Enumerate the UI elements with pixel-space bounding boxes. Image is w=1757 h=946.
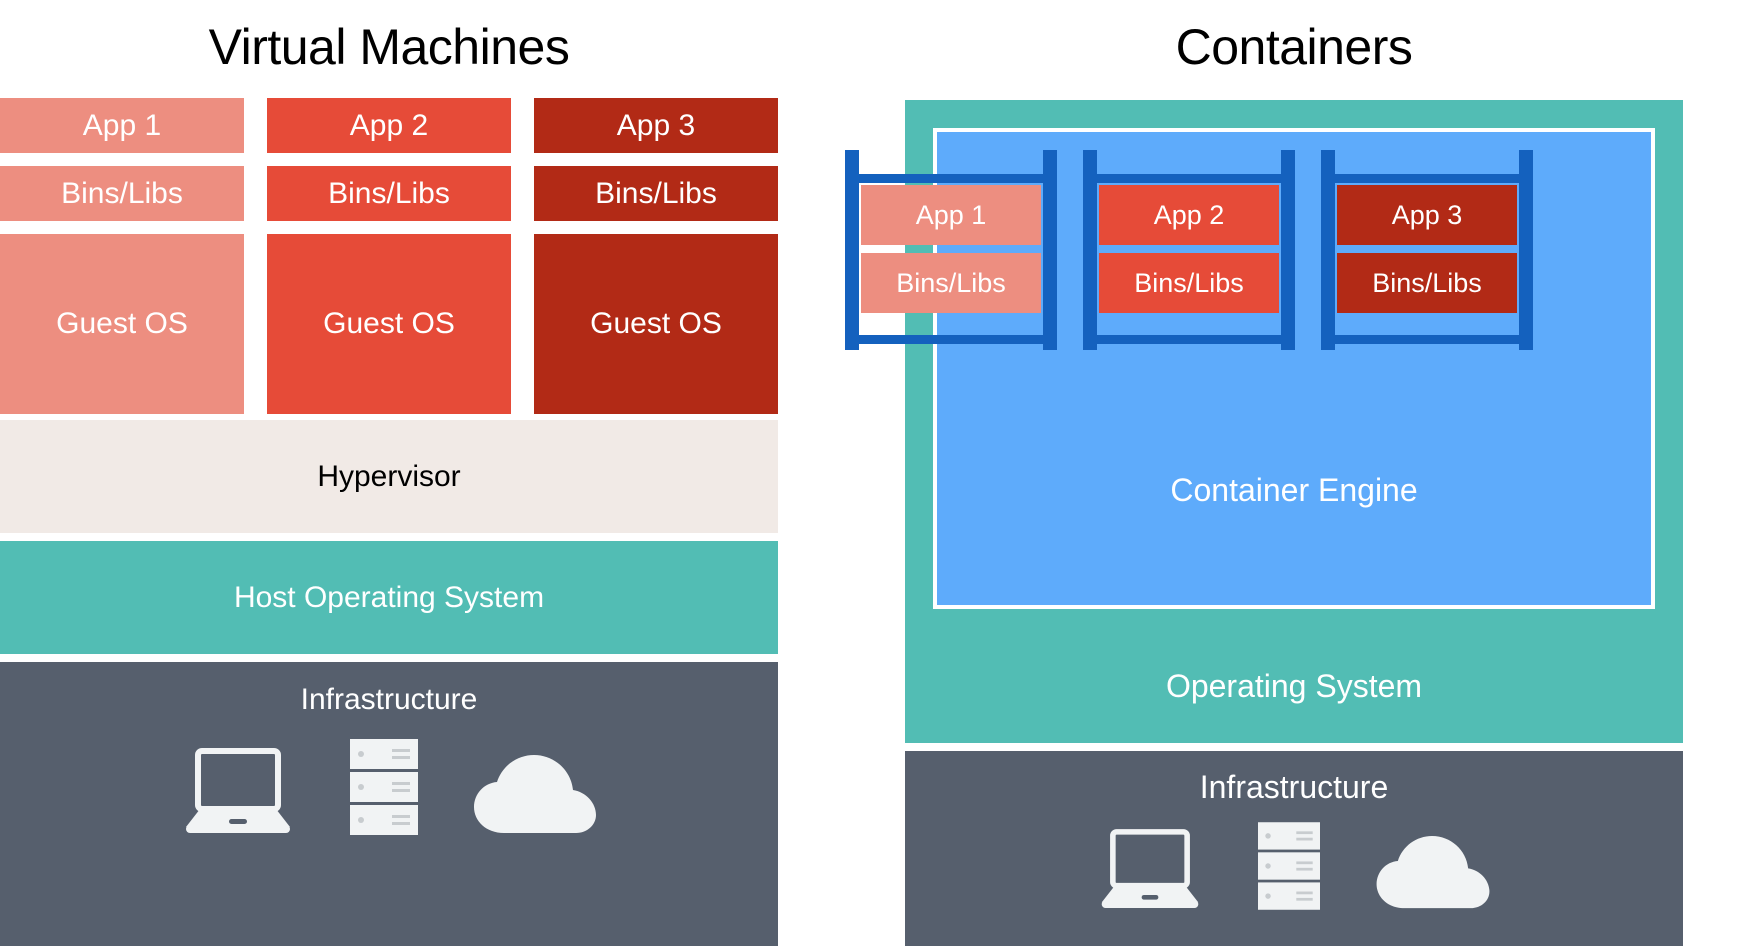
container-rack-2: App 2 Bins/Libs bbox=[1083, 150, 1295, 350]
vm-app-1: App 1 bbox=[0, 98, 244, 153]
container-app-1: App 1 bbox=[861, 185, 1041, 245]
rack-rail-bottom-1 bbox=[853, 335, 1049, 344]
vm-app-2: App 2 bbox=[267, 98, 511, 153]
container-rack-3: App 3 Bins/Libs bbox=[1321, 150, 1533, 350]
rack-post-left-1 bbox=[845, 150, 859, 350]
laptop-icon bbox=[182, 747, 294, 835]
containers-panel-title: Containers bbox=[1175, 19, 1413, 75]
vm-guest-os-3: Guest OS bbox=[534, 234, 778, 414]
rack-rail-bottom-2 bbox=[1091, 335, 1287, 344]
vm-bins-1: Bins/Libs bbox=[0, 166, 244, 221]
container-app-2: App 2 bbox=[1099, 185, 1279, 245]
container-app-3: App 3 bbox=[1337, 185, 1517, 245]
vm-bins-2: Bins/Libs bbox=[267, 166, 511, 221]
vm-app-3: App 3 bbox=[534, 98, 778, 153]
rack-rail-top-3 bbox=[1329, 174, 1525, 183]
cloud-icon bbox=[1376, 836, 1490, 910]
rack-rail-bottom-3 bbox=[1329, 335, 1525, 344]
container-engine-label: Container Engine bbox=[1170, 471, 1418, 508]
vm-infrastructure-layer: Infrastructure bbox=[0, 662, 778, 946]
container-bins-1: Bins/Libs bbox=[861, 253, 1041, 313]
containers-infrastructure-label: Infrastructure bbox=[1199, 769, 1389, 805]
rack-post-right-2 bbox=[1281, 150, 1295, 350]
containers-infrastructure-icons bbox=[905, 800, 1683, 910]
vm-panel-title: Virtual Machines bbox=[208, 19, 570, 75]
rack-post-right-1 bbox=[1043, 150, 1057, 350]
vm-hypervisor-layer: Hypervisor bbox=[0, 420, 778, 533]
server-rack-icon bbox=[350, 739, 418, 835]
container-bins-3: Bins/Libs bbox=[1337, 253, 1517, 313]
cloud-icon bbox=[474, 755, 596, 835]
rack-rail-top-2 bbox=[1091, 174, 1287, 183]
rack-post-right-3 bbox=[1519, 150, 1533, 350]
containers-operating-system-layer: Operating System bbox=[905, 630, 1683, 743]
rack-rail-top-1 bbox=[853, 174, 1049, 183]
container-rack-1: App 1 Bins/Libs bbox=[845, 150, 1057, 350]
laptop-icon bbox=[1098, 828, 1202, 910]
server-rack-icon bbox=[1258, 822, 1320, 910]
container-bins-2: Bins/Libs bbox=[1099, 253, 1279, 313]
rack-post-left-3 bbox=[1321, 150, 1335, 350]
vm-guest-os-2: Guest OS bbox=[267, 234, 511, 414]
rack-post-left-2 bbox=[1083, 150, 1097, 350]
vm-host-operating-system-layer: Host Operating System bbox=[0, 541, 778, 654]
vm-infrastructure-icons bbox=[0, 725, 778, 835]
vm-bins-3: Bins/Libs bbox=[534, 166, 778, 221]
vm-guest-os-1: Guest OS bbox=[0, 234, 244, 414]
